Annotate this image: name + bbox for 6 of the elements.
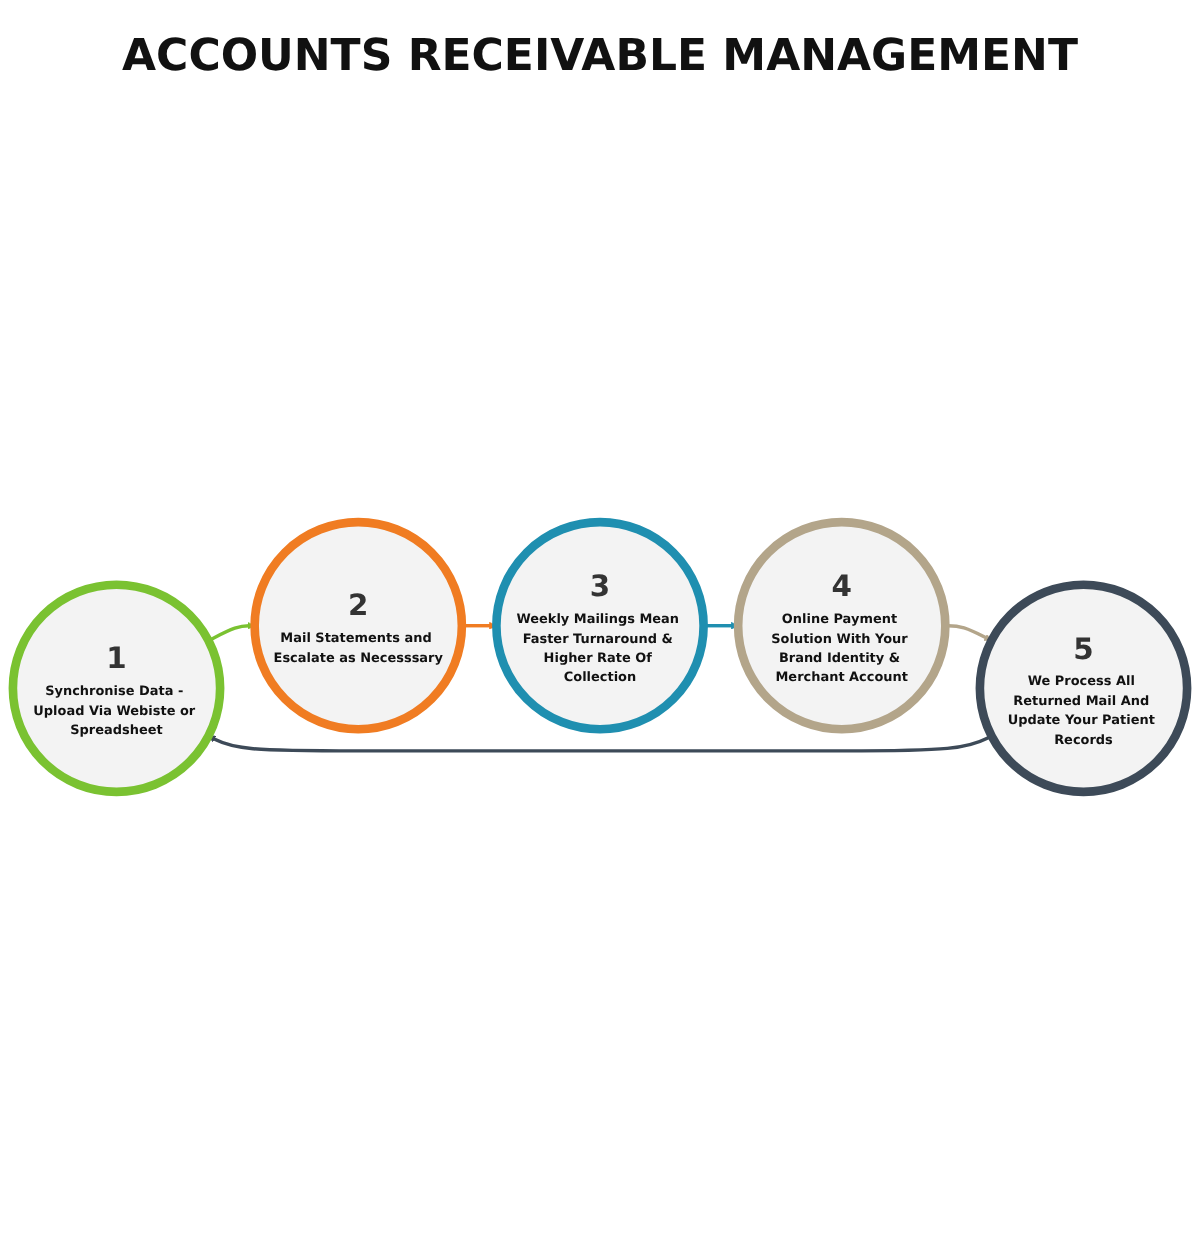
arrow	[207, 621, 255, 643]
arrow	[945, 623, 992, 641]
arrow	[461, 621, 497, 630]
arrow	[703, 621, 739, 630]
diagram-title: ACCOUNTS RECEIVABLE MANAGEMENT	[120, 32, 1080, 82]
arrow	[208, 734, 993, 753]
